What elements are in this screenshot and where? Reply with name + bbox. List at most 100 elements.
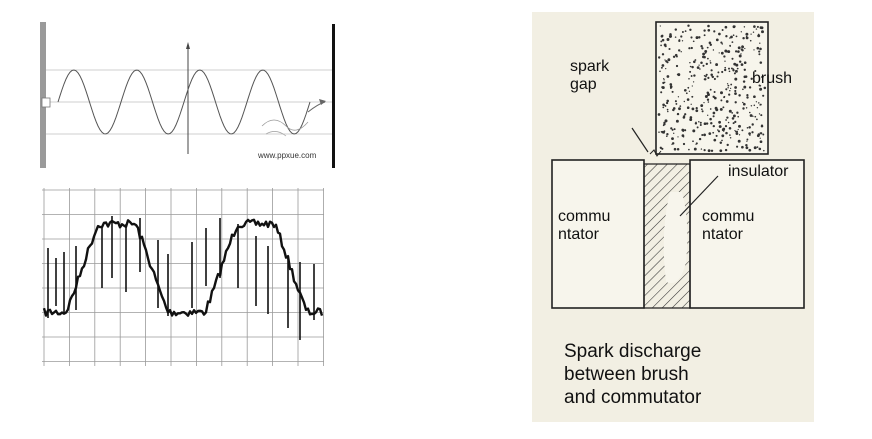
stipple-dot [689,28,692,31]
stipple-dot [745,107,748,109]
stipple-dot [734,101,737,104]
stipple-dot [759,87,763,91]
stipple-dot [658,56,661,59]
stipple-dot [686,106,690,109]
stipple-dot [734,25,736,28]
stipple-dot [734,77,738,81]
stipple-dot [671,137,674,141]
stipple-dot [713,91,716,93]
stipple-dot [666,61,669,64]
stipple-dot [741,145,744,149]
stipple-dot [734,120,737,124]
stipple-dot [736,130,738,133]
stipple-dot [712,131,715,134]
stipple-dot [763,149,765,152]
grid [42,188,324,366]
stipple-dot [738,94,741,97]
stipple-dot [712,49,715,51]
stipple-dot [740,53,742,55]
stipple-dot [691,85,693,87]
stipple-dot [695,143,697,145]
stipple-dot [753,95,756,99]
stipple-dot [748,132,751,135]
stipple-dot [660,44,662,47]
stipple-dot [705,122,709,125]
stipple-dot [732,122,735,125]
stipple-dot [758,147,762,151]
pointer-arrowhead [319,99,326,105]
stipple-dot [725,119,727,121]
stipple-dot [674,100,677,103]
stipple-dot [669,83,673,86]
stipple-dot [723,96,726,99]
stipple-dot [690,46,693,50]
stipple-dot [709,88,712,91]
stipple-dot [727,87,729,89]
stipple-dot [668,47,671,51]
stipple-dot [756,118,758,121]
stipple-dot [681,40,684,42]
left-commutator-segment [551,159,645,309]
stipple-dot [750,77,753,80]
stipple-dot [749,134,751,136]
stipple-dot [698,64,700,66]
stipple-dot [756,25,759,28]
stipple-dot [737,139,741,143]
stipple-dot [701,110,704,113]
stipple-dot [678,107,681,111]
stipple-dot [742,102,746,106]
stipple-dot [728,67,730,70]
stipple-dot [746,126,749,129]
stipple-dot [683,115,686,118]
stipple-dot [759,84,762,87]
stipple-dot [704,78,707,81]
stipple-dot [689,118,693,122]
stipple-dot [740,31,742,33]
stipple-dot [682,135,685,138]
stipple-dot [727,84,730,87]
stipple-dot [746,140,748,142]
stipple-dot [708,41,712,45]
stipple-dot [720,91,723,95]
stipple-dot [691,65,694,69]
stipple-dot [712,124,715,128]
stipple-dot [671,128,674,131]
stipple-dot [709,108,712,110]
stipple-dot [664,119,668,123]
stipple-dot [709,60,711,62]
stipple-dot [715,63,719,67]
stipple-dot [744,47,746,50]
left-commutator-label: commu ntator [558,208,611,244]
stipple-dot [688,47,691,50]
stipple-dot [709,62,712,64]
stipple-dot [702,55,705,59]
stipple-dot [683,129,687,132]
stipple-dot [700,44,703,48]
stipple-dot [755,101,758,103]
stipple-dot [705,62,708,66]
stipple-dot [737,115,740,118]
stipple-dot [751,131,754,134]
stipple-dot [696,66,700,69]
stipple-dot [689,116,693,119]
stipple-dot [672,107,676,110]
axis-arrowhead [186,42,190,49]
stipple-dot [700,61,703,65]
stipple-dot [704,49,708,53]
stipple-dot [687,86,690,89]
stipple-dot [740,63,744,66]
stipple-dot [706,91,710,95]
stipple-dot [754,115,757,118]
stipple-dot [758,53,761,56]
stipple-dot [720,41,723,44]
stipple-dot [726,143,729,147]
stipple-dot [753,49,755,51]
stipple-dot [676,112,680,116]
stipple-dot [761,124,763,127]
stipple-dot [758,50,761,53]
stipple-dot [685,92,688,95]
stipple-dot [729,136,732,139]
stipple-dot [716,75,719,78]
stipple-dot [659,25,661,27]
stipple-dot [709,43,713,47]
